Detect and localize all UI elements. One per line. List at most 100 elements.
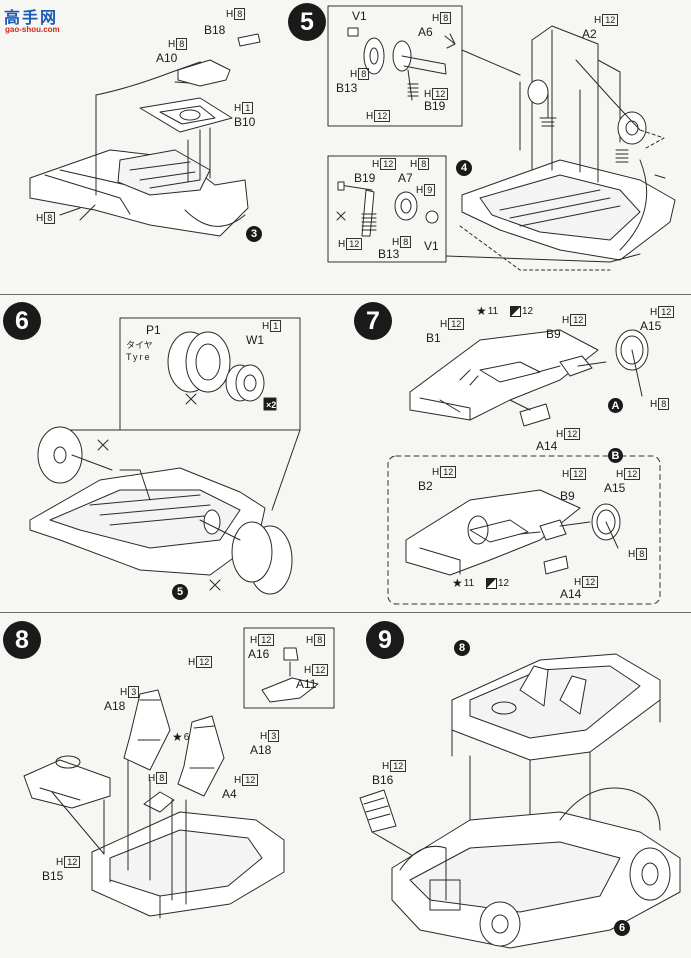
step4-chassis-drawing bbox=[29, 33, 261, 237]
step-number-8: 8 bbox=[3, 621, 41, 659]
label-p1: P1 bbox=[146, 323, 161, 337]
step5-chassis-drawing bbox=[461, 25, 676, 261]
step7-dashboard-a-drawing bbox=[409, 329, 649, 427]
callout-5: 5 bbox=[172, 584, 188, 600]
option-b-badge: B bbox=[608, 448, 623, 463]
paint-code-12-a: 12 bbox=[510, 306, 533, 317]
label-a7: A7 bbox=[398, 171, 413, 185]
callout-3: 3 bbox=[246, 226, 262, 242]
label-b16: B16 bbox=[372, 773, 394, 787]
watermark-logo: 高手网 gao-shou.com bbox=[4, 4, 76, 40]
label-v1-bottom: V1 bbox=[424, 239, 439, 253]
label-tyre-en: Tyre bbox=[126, 352, 152, 362]
label-a18: A18 bbox=[104, 699, 126, 713]
label-b9: B9 bbox=[546, 327, 561, 341]
label-a15: A15 bbox=[640, 319, 662, 333]
label-a4: A4 bbox=[222, 787, 237, 801]
step5-strut-top bbox=[347, 27, 456, 101]
label-b2: B2 bbox=[418, 479, 433, 493]
step-number-6: 6 bbox=[3, 302, 41, 340]
label-a11: A11 bbox=[296, 677, 317, 691]
step5-leader-bottom bbox=[445, 255, 611, 263]
step-number-5: 5 bbox=[288, 3, 326, 41]
label-w1: W1 bbox=[246, 333, 264, 347]
label-b19-top: B19 bbox=[424, 99, 446, 113]
label-b1: B1 bbox=[426, 331, 441, 345]
label-b10: B10 bbox=[234, 115, 256, 129]
callout-6: 6 bbox=[614, 920, 630, 936]
label-a18b: A18 bbox=[250, 743, 272, 757]
step8-drawing bbox=[23, 647, 319, 919]
label-v1-top: V1 bbox=[352, 9, 367, 23]
step8-inset bbox=[243, 627, 335, 709]
paint-code-12-b: 12 bbox=[486, 578, 509, 589]
label-b13-top: B13 bbox=[336, 81, 358, 95]
step5-leader-dashed bbox=[459, 225, 611, 271]
watermark-text: 高手网 bbox=[4, 10, 59, 27]
label-b15: B15 bbox=[42, 869, 64, 883]
step6-tyre-inset-drawing bbox=[119, 317, 301, 431]
label-b13-bottom: B13 bbox=[378, 247, 400, 261]
callout-4: 4 bbox=[456, 160, 472, 176]
label-b19-bottom: B19 bbox=[354, 171, 376, 185]
label-a14: A14 bbox=[536, 439, 558, 453]
step7-option-b-frame bbox=[387, 455, 661, 605]
watermark-url: gao-shou.com bbox=[5, 25, 60, 34]
label-a16: A16 bbox=[248, 647, 270, 661]
step5-inset-bottom bbox=[327, 155, 447, 263]
label-a10: A10 bbox=[156, 51, 178, 65]
step-number-9: 9 bbox=[366, 621, 404, 659]
label-a14b: A14 bbox=[560, 587, 582, 601]
step5-strut-bottom bbox=[336, 181, 439, 237]
step6-leader-right bbox=[271, 429, 301, 511]
step9-drawing bbox=[359, 653, 681, 949]
paint-code-11-a: ★11 bbox=[476, 304, 499, 318]
step6-chassis-drawing bbox=[29, 426, 293, 595]
label-tyre-jp: タイヤ bbox=[126, 340, 153, 350]
divider-top bbox=[0, 294, 691, 295]
label-a2: A2 bbox=[582, 27, 597, 41]
option-a-badge: A bbox=[608, 398, 623, 413]
callout-8: 8 bbox=[454, 640, 470, 656]
divider-middle bbox=[0, 612, 691, 613]
label-a15b: A15 bbox=[604, 481, 626, 495]
multiplier-x2: ×2 bbox=[266, 400, 277, 410]
step5-leader-top bbox=[461, 49, 521, 76]
label-a6: A6 bbox=[418, 25, 433, 39]
